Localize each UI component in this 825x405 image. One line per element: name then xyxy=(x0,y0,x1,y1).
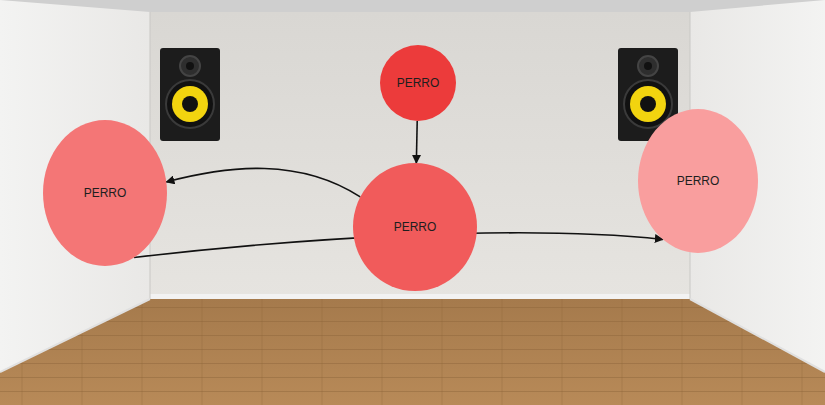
circle-fill xyxy=(380,45,456,121)
floor xyxy=(0,299,825,405)
speaker-tweeter-dome xyxy=(186,62,194,70)
circle-fill xyxy=(43,120,167,266)
speaker-tweeter xyxy=(638,56,658,76)
node-label: PERRO xyxy=(397,76,440,90)
baseboard xyxy=(150,294,690,299)
circle-node: PERRO xyxy=(353,163,477,291)
node-label: PERRO xyxy=(394,220,437,234)
speaker-woofer-cap xyxy=(640,96,656,112)
speaker-woofer-ring xyxy=(166,80,214,128)
speaker-woofer-cap xyxy=(182,96,198,112)
speaker-cabinet xyxy=(160,48,220,141)
arrow-connector xyxy=(416,121,418,163)
speaker xyxy=(160,48,220,141)
speaker-woofer xyxy=(172,86,208,122)
speaker-woofer-ring xyxy=(624,80,672,128)
circle-fill xyxy=(353,163,477,291)
circle-node: PERRO xyxy=(43,120,167,266)
arrow-connector xyxy=(166,168,360,197)
wall-edge xyxy=(0,299,150,372)
speaker-tweeter-dome xyxy=(644,62,652,70)
circle-node: PERRO xyxy=(380,45,456,121)
wall-edge xyxy=(690,299,825,372)
floor-planks xyxy=(0,299,825,405)
node-label: PERRO xyxy=(677,174,720,188)
back-wall xyxy=(150,12,690,299)
circle-node: PERRO xyxy=(638,109,758,253)
node-label: PERRO xyxy=(84,186,127,200)
circle-fill xyxy=(638,109,758,253)
speaker-woofer xyxy=(630,86,666,122)
speaker-tweeter xyxy=(180,56,200,76)
